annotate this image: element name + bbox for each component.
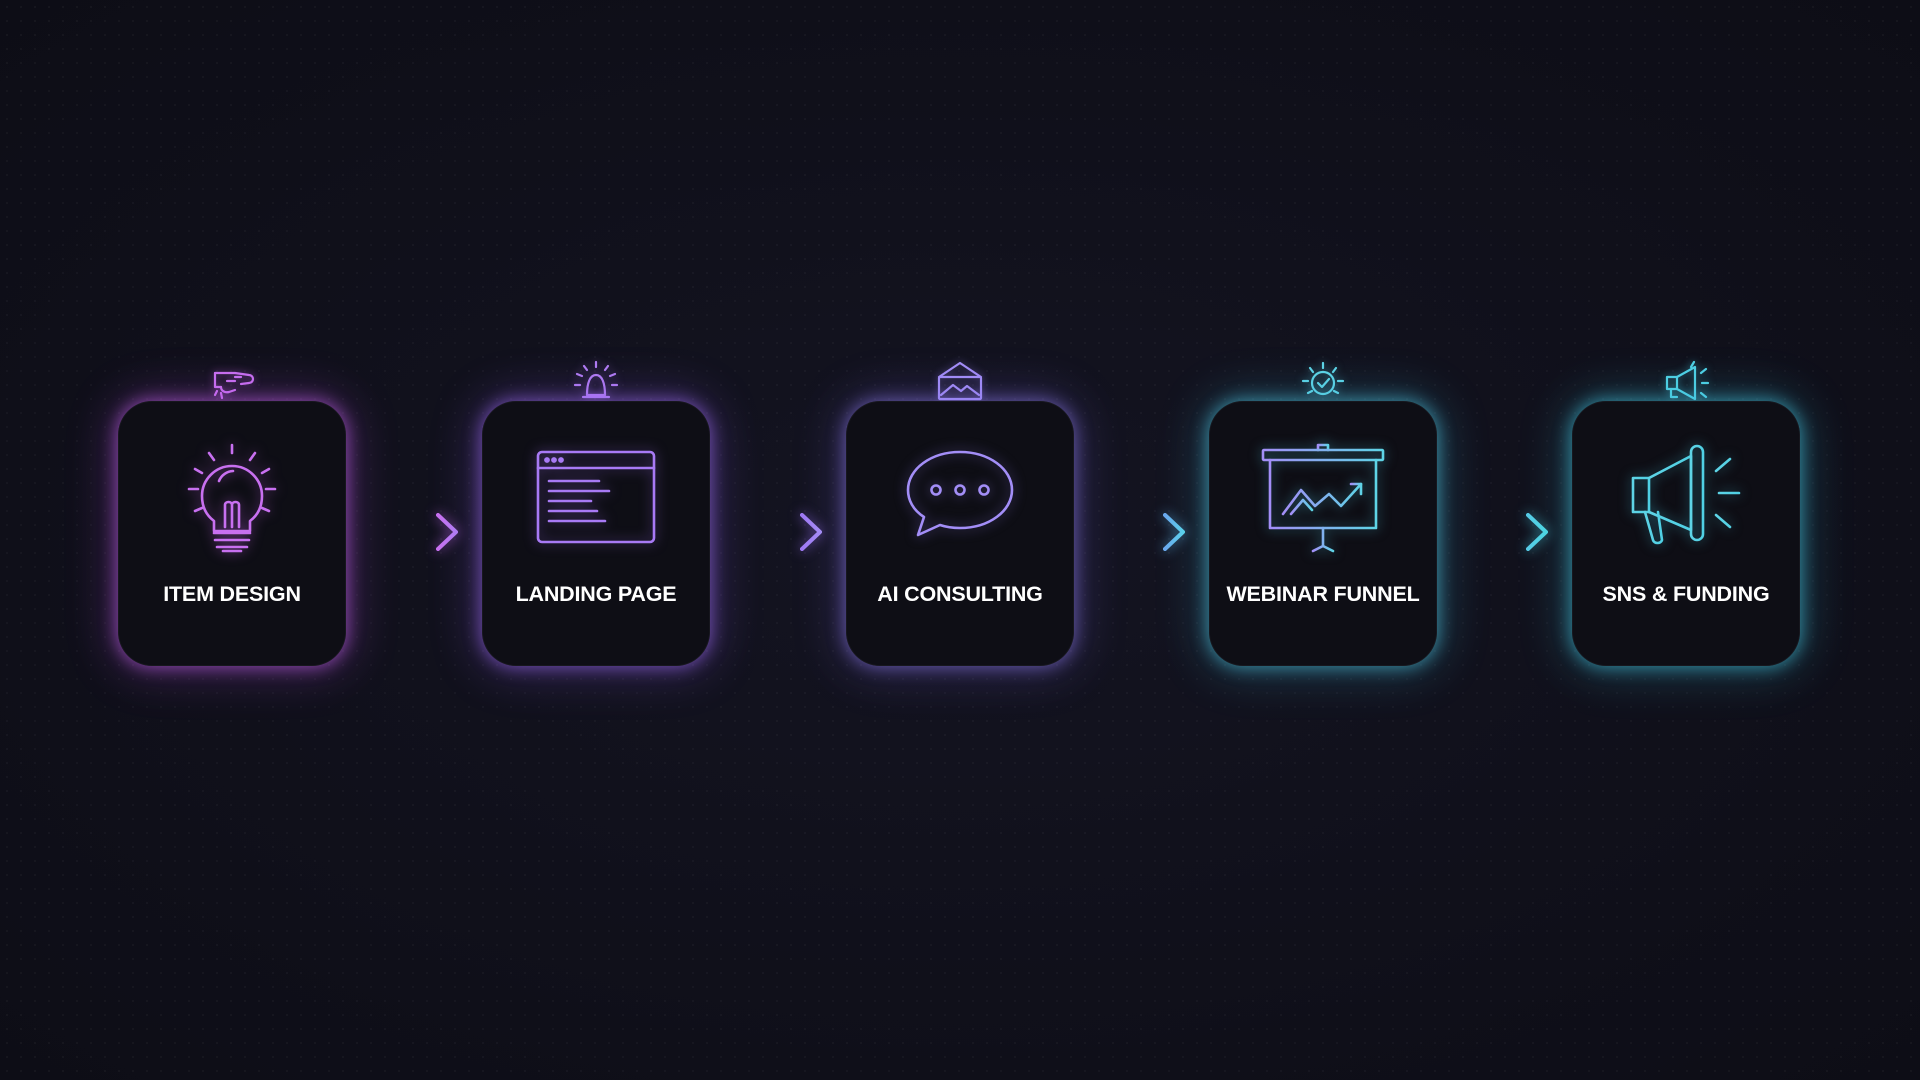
envelope-image-icon [937,361,983,401]
connector-arrow-1 [348,507,462,557]
presentation-chart-icon [1261,443,1385,553]
megaphone-small-icon [1665,360,1710,401]
arrow-right-icon [712,513,822,551]
megaphone-icon [1631,444,1741,545]
step-sns-funding: SNS & FUNDING [1572,360,1800,666]
connector-arrow-2 [712,507,826,557]
alert-bell-icon [573,360,619,399]
step-ai-consulting: AI CONSULTING [846,361,1074,666]
lightbulb-icon [187,443,277,553]
step-webinar-funnel: WEBINAR FUNNEL [1209,361,1437,666]
step-card [482,401,710,666]
step-card [846,401,1074,666]
chat-bubble-icon [906,450,1014,537]
step-label: AI CONSULTING [877,582,1043,606]
arrow-right-icon [1439,513,1548,551]
step-card [1572,401,1800,666]
browser-window-icon [536,450,656,544]
sun-check-icon [1301,361,1345,396]
connector-arrow-3 [1076,507,1189,557]
step-label: LANDING PAGE [515,582,677,606]
hand-pointing-icon [213,371,255,400]
arrow-right-icon [1076,513,1185,551]
step-label: ITEM DESIGN [163,582,301,606]
step-item-design: ITEM DESIGN [118,371,346,666]
step-landing-page: LANDING PAGE [482,360,710,666]
arrow-right-icon [348,513,458,551]
connector-arrow-4 [1439,507,1552,557]
step-label: SNS & FUNDING [1602,582,1770,606]
step-label: WEBINAR FUNNEL [1226,582,1420,606]
